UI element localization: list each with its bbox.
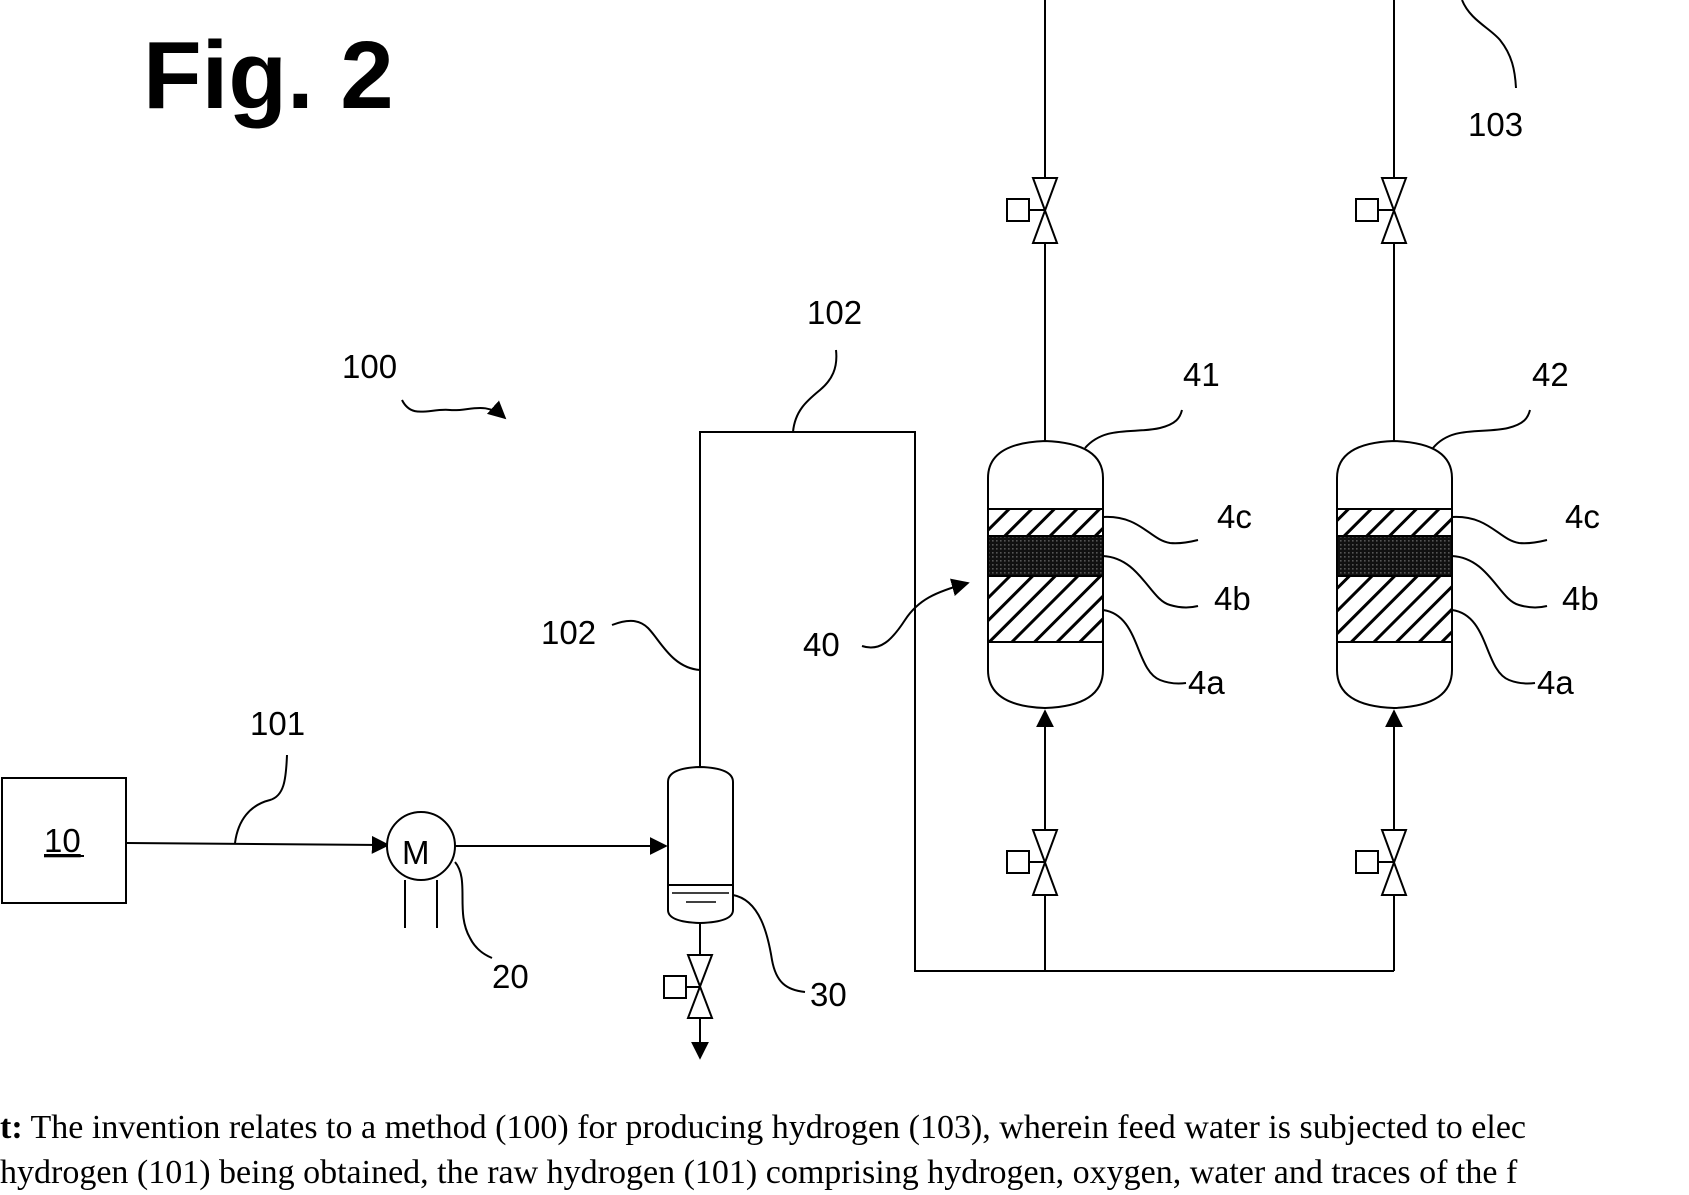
process-diagram: Fig. 2 10 101 M 20 30 (0, 0, 1689, 1162)
label-10: 10 (44, 822, 81, 859)
reactor-group-40: 40 (803, 583, 968, 663)
label-41-4b: 4b (1214, 580, 1251, 617)
separator-30: 30 (668, 767, 847, 1013)
abstract-text: t: The invention relates to a method (10… (0, 1105, 1689, 1195)
reactor-42: 42 4c 4b 4a (1337, 0, 1600, 971)
label-40: 40 (803, 626, 840, 663)
abstract-line-1-text: The invention relates to a method (100) … (23, 1109, 1526, 1146)
system-label-100: 100 (342, 348, 505, 418)
stream-101: 101 (126, 705, 388, 845)
separator-drain-valve (664, 923, 712, 1058)
stream-103: 103 (1462, 0, 1523, 143)
label-103: 103 (1468, 106, 1523, 143)
label-100: 100 (342, 348, 397, 385)
label-102-left: 102 (541, 614, 596, 651)
motor-letter: M (402, 834, 430, 871)
label-41-4a: 4a (1188, 664, 1225, 701)
abstract-lead: t: (0, 1109, 23, 1146)
figure-title: Fig. 2 (143, 22, 394, 129)
reactor-41: 41 4c 4b 4a (988, 0, 1252, 971)
label-42-4c: 4c (1565, 498, 1600, 535)
label-42-4b: 4b (1562, 580, 1599, 617)
abstract-line-2: hydrogen (101) being obtained, the raw h… (0, 1150, 1689, 1195)
label-41-4c: 4c (1217, 498, 1252, 535)
abstract-line-1: t: The invention relates to a method (10… (0, 1105, 1689, 1150)
label-41: 41 (1183, 356, 1220, 393)
label-42: 42 (1532, 356, 1569, 393)
label-101: 101 (250, 705, 305, 742)
label-42-4a: 4a (1537, 664, 1574, 701)
source-unit-10: 10 (2, 778, 126, 903)
label-102-top: 102 (807, 294, 862, 331)
label-20: 20 (492, 958, 529, 995)
label-30: 30 (810, 976, 847, 1013)
pump-20: M 20 (387, 812, 529, 995)
